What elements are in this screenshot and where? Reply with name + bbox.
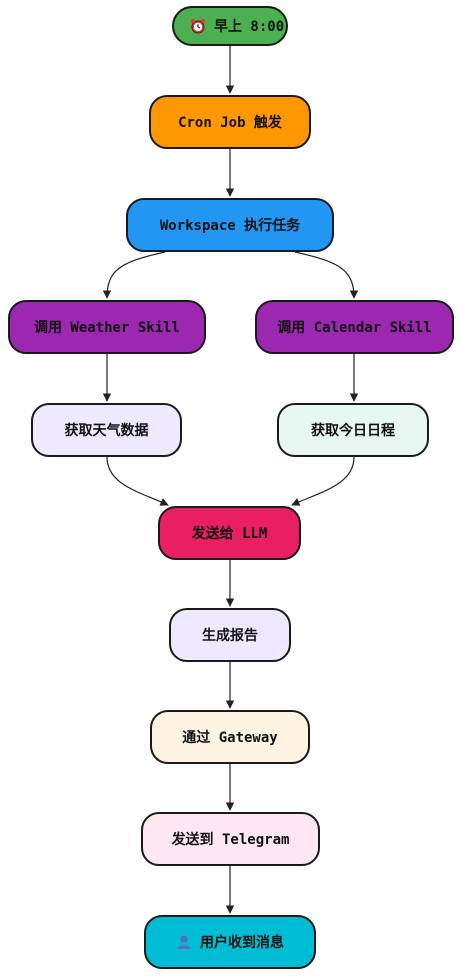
node-send-llm: 发送给 LLM [158,506,301,560]
edge-getcalendar-to-llm [291,456,355,506]
edge-workspace-to-calendar [294,251,359,299]
node-get-weather: 获取天气数据 [31,403,182,457]
node-start: 早上 8:00 [172,6,288,46]
node-workspace-label: Workspace 执行任务 [159,218,301,234]
node-generate-report-label: 生成报告 [202,628,258,644]
node-get-calendar-label: 获取今日日程 [311,423,395,439]
node-workspace: Workspace 执行任务 [126,198,334,252]
node-user-receives: 用户收到消息 [144,915,316,969]
node-calendar-skill-label: 调用 Calendar Skill [277,320,432,336]
node-cron-job: Cron Job 触发 [149,95,311,149]
node-send-llm-label: 发送给 LLM [191,526,268,542]
node-calendar-skill: 调用 Calendar Skill [255,300,454,354]
node-gateway-label: 通过 Gateway [182,730,278,746]
node-get-calendar: 获取今日日程 [277,403,429,457]
node-telegram: 发送到 Telegram [141,812,320,866]
user-icon [176,934,192,950]
node-generate-report: 生成报告 [169,608,291,662]
edge-getweather-to-llm [106,456,169,506]
node-weather-skill: 调用 Weather Skill [8,300,206,354]
node-start-label: 早上 8:00 [214,19,285,35]
node-get-weather-label: 获取天气数据 [64,423,149,439]
node-weather-skill-label: 调用 Weather Skill [33,320,180,336]
node-cron-job-label: Cron Job 触发 [178,115,282,131]
edge-workspace-to-weather [102,251,166,299]
node-telegram-label: 发送到 Telegram [171,832,290,848]
node-user-receives-label: 用户收到消息 [200,935,284,951]
node-gateway: 通过 Gateway [150,710,310,764]
alarm-clock-icon [190,18,206,34]
